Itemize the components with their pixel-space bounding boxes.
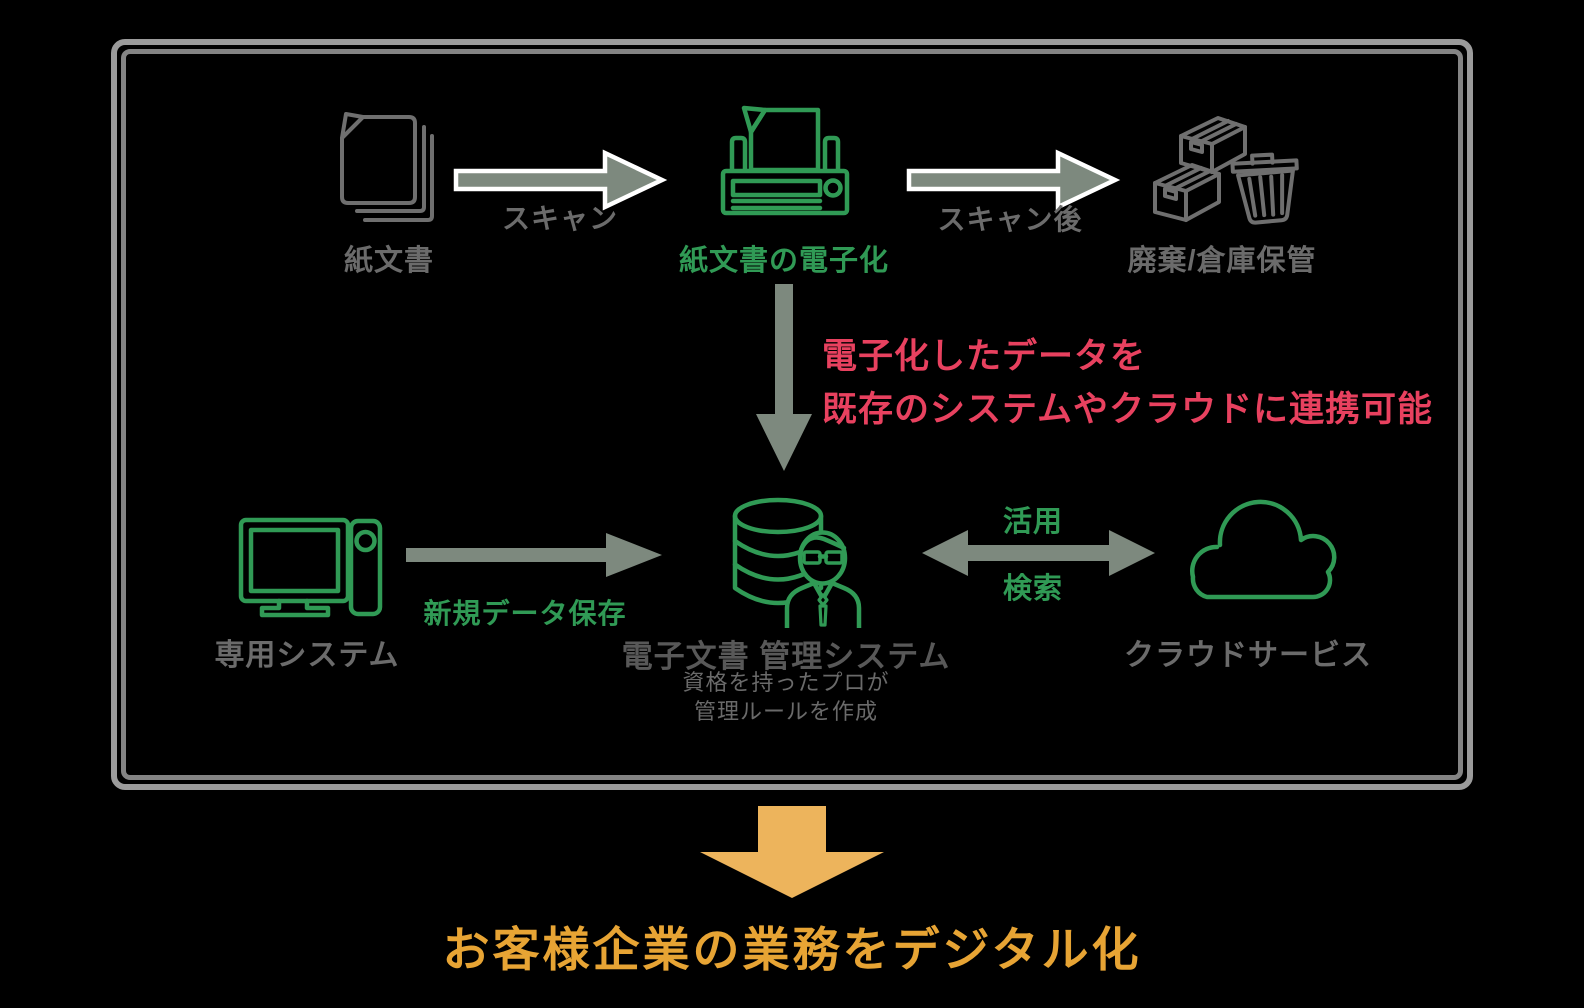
desktop-computer-icon [238, 517, 383, 618]
conclusion-title: お客様企業の業務をデジタル化 [442, 923, 1142, 976]
scan-arrow [453, 149, 668, 211]
after-scan-arrow-label: スキャン後 [937, 204, 1083, 235]
disposal-storage-label: 廃棄/倉庫保管 [1127, 245, 1317, 277]
after-scan-arrow [906, 149, 1121, 211]
data-link-note-line1: 電子化したデータを [822, 337, 1147, 376]
dms-note: 資格を持ったプロが 管理ルールを作成 [586, 668, 986, 726]
save-data-arrow-label: 新規データ保存 [423, 598, 627, 629]
data-link-note-line2: 既存のシステムやクラウドに連携可能 [822, 390, 1433, 429]
cloud-icon [1190, 499, 1337, 600]
dms-note-line1: 資格を持ったプロが [682, 670, 890, 695]
paper-documents-icon [340, 112, 434, 222]
paper-documents-label: 紙文書 [343, 245, 434, 277]
scan-arrow-label: スキャン [501, 203, 618, 234]
disposal-storage-icon [1153, 116, 1299, 225]
save-data-arrow [406, 533, 662, 577]
down-arrow [756, 284, 812, 471]
cloud-service-label: クラウドサービス [1124, 639, 1372, 672]
database-person-icon [732, 497, 862, 628]
data-link-note: 電子化したデータを 既存のシステムやクラウドに連携可能 [822, 330, 1433, 436]
dms-label: 電子文書 管理システム [621, 639, 951, 674]
device-frame-inner [121, 49, 1463, 780]
dms-note-line2: 管理ルールを作成 [693, 699, 878, 724]
utilize-search-arrow [922, 530, 1155, 576]
device-frame [111, 39, 1473, 790]
search-label: 検索 [1002, 573, 1063, 605]
dedicated-system-label: 専用システム [214, 639, 400, 672]
conclusion-arrow [700, 806, 884, 898]
scanner-label: 紙文書の電子化 [678, 245, 889, 277]
utilize-label: 活用 [1002, 506, 1063, 538]
scanner-icon [720, 105, 850, 216]
